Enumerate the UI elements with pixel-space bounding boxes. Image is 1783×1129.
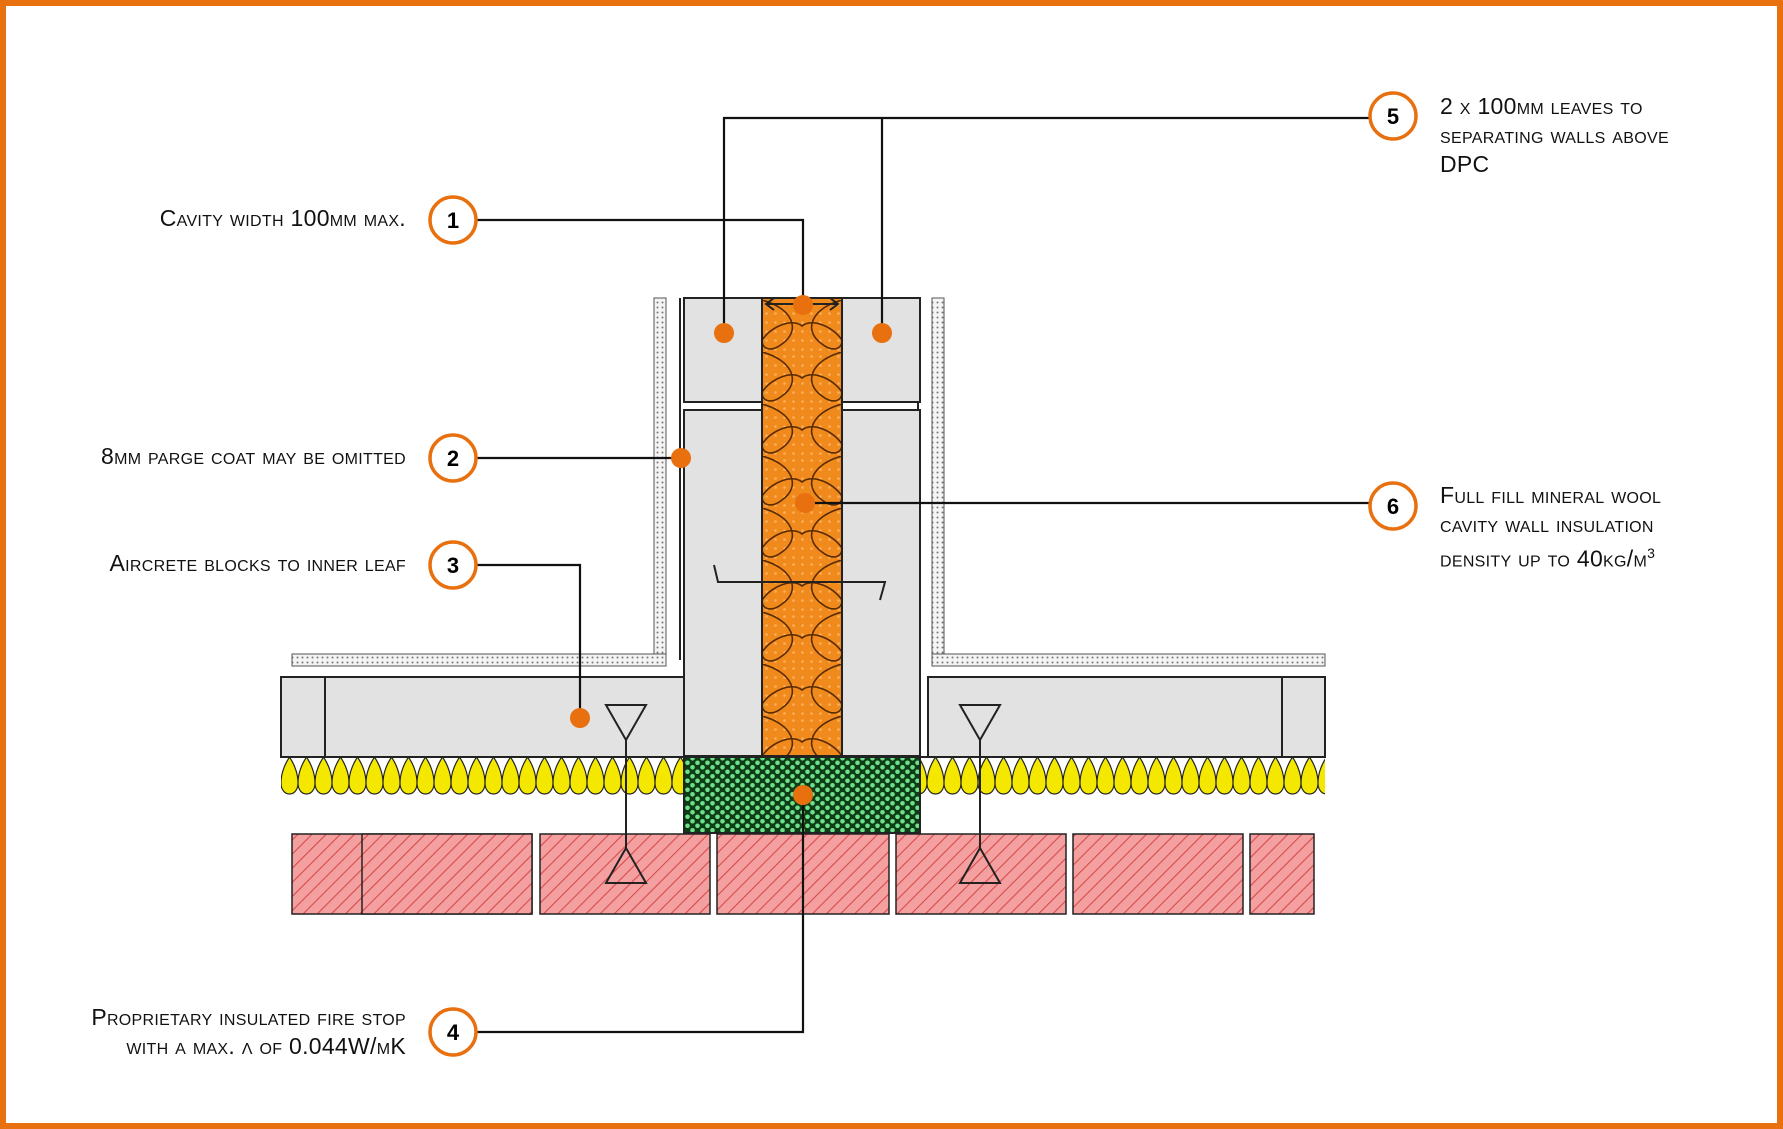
leader-5 (722, 116, 1372, 333)
marker-wool (795, 493, 815, 513)
label-mineral-wool: Full fill mineral wool cavity wall insul… (1440, 481, 1760, 574)
plaster-left-horizontal (291, 653, 667, 667)
plaster-right-horizontal (931, 653, 1326, 667)
label-mineral-wool-line3-wrap: density up to 40kg/m3 (1440, 539, 1760, 574)
leader-lines (476, 116, 1372, 1034)
leader-1 (476, 218, 805, 305)
label-mineral-wool-superscript: 3 (1647, 545, 1656, 561)
label-separating-walls-line2: separating walls above (1440, 122, 1669, 148)
label-mineral-wool-line1: Full fill mineral wool (1440, 482, 1662, 508)
brick-leaf (291, 833, 1315, 915)
label-aircrete-blocks: Aircrete blocks to inner leaf (109, 550, 406, 576)
rigid-insulation-left (281, 757, 684, 797)
marker-cavity (793, 295, 813, 315)
callout-3: 3 (428, 540, 478, 590)
wall-tie-left (604, 704, 648, 884)
callout-2: 2 (428, 433, 478, 483)
label-fire-stop-line2: with a max. λ of 0.044W/mK (126, 1033, 406, 1059)
plaster-left-vertical (653, 297, 667, 659)
svg-text:6: 6 (1387, 494, 1399, 519)
wall-tie-right (958, 704, 1002, 884)
marker-aircrete (570, 708, 590, 728)
wall-assembly (280, 297, 1326, 915)
label-separating-walls-line1: 2 x 100mm leaves to (1440, 93, 1643, 119)
rigid-insulation-right (920, 757, 1325, 797)
floor-block-left (280, 676, 685, 758)
svg-text:2: 2 (447, 446, 459, 471)
leader-4 (476, 795, 805, 1034)
marker-parge (671, 448, 691, 468)
label-mineral-wool-line3: density up to 40kg/m (1440, 545, 1648, 572)
marker-dots (570, 295, 892, 805)
svg-text:4: 4 (447, 1020, 460, 1045)
cavity-tie (713, 564, 887, 601)
label-parge-coat: 8mm parge coat may be omitted (100, 443, 406, 469)
label-cavity-width: Cavity width 100mm max. (159, 205, 406, 231)
callout-6: 6 (1368, 481, 1418, 531)
floor-block-right (927, 676, 1326, 758)
svg-text:1: 1 (447, 208, 459, 233)
marker-fire-stop (793, 785, 813, 805)
mineral-wool-insulation (761, 297, 843, 757)
leader-3 (476, 563, 582, 718)
plaster-right-vertical (931, 297, 945, 659)
svg-text:5: 5 (1387, 104, 1399, 129)
callout-1: 1 (428, 195, 478, 245)
marker-leaf-left (714, 323, 734, 343)
label-mineral-wool-line2: cavity wall insulation (1440, 511, 1654, 537)
marker-leaf-right (872, 323, 892, 343)
label-fire-stop-line1: Proprietary insulated fire stop (91, 1004, 406, 1030)
label-fire-stop: Proprietary insulated fire stop with a m… (20, 1003, 406, 1061)
label-separating-walls-line3: DPC (1440, 151, 1490, 177)
callout-5: 5 (1368, 91, 1418, 141)
callout-4: 4 (428, 1007, 478, 1057)
label-separating-walls: 2 x 100mm leaves to separating walls abo… (1440, 92, 1760, 179)
callout-circles: 1 2 3 4 5 6 (428, 91, 1418, 1057)
svg-text:3: 3 (447, 553, 459, 578)
